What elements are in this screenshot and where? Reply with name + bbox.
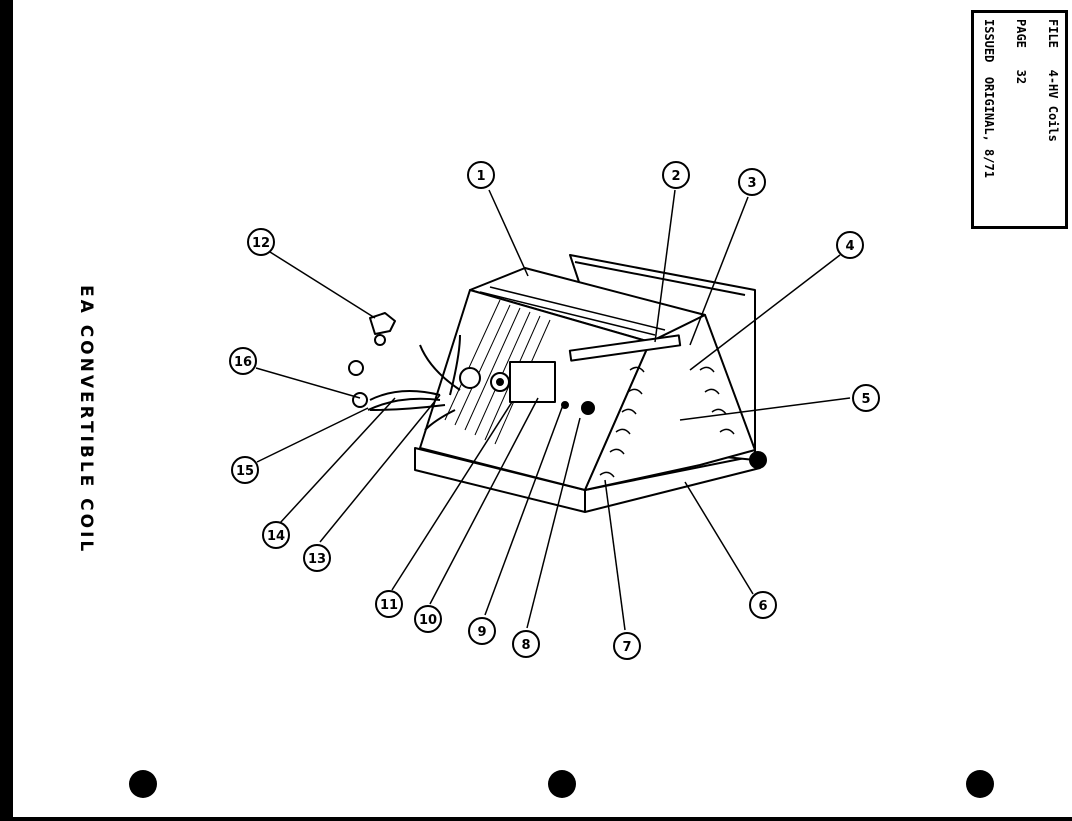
bottom-scan-edge bbox=[0, 817, 1072, 821]
callout-balloons: 1 2 3 4 5 6 7 8 9 10 11 12 13 14 15 16 bbox=[229, 161, 880, 660]
issued-value: ORIGINAL, 8/71 bbox=[982, 76, 996, 178]
callout-16: 16 bbox=[229, 347, 257, 375]
page-label: PAGE bbox=[1014, 19, 1028, 48]
file-label: FILE bbox=[1046, 19, 1060, 48]
callout-5: 5 bbox=[852, 384, 880, 412]
callout-4: 4 bbox=[836, 231, 864, 259]
callout-12-label: 12 bbox=[252, 236, 270, 251]
callout-14-label: 14 bbox=[267, 529, 285, 544]
callout-12: 12 bbox=[247, 228, 275, 256]
issued-line: ISSUED ORIGINAL, 8/71 bbox=[982, 19, 996, 178]
callout-8: 8 bbox=[512, 630, 540, 658]
callout-15-label: 15 bbox=[236, 464, 254, 479]
callout-3-label: 3 bbox=[747, 176, 756, 191]
callout-6: 6 bbox=[749, 591, 777, 619]
loose-fittings bbox=[348, 312, 396, 408]
callout-10: 10 bbox=[414, 605, 442, 633]
file-value: 4-HV Coils bbox=[1046, 69, 1060, 142]
valve-body bbox=[459, 367, 481, 389]
callout-16-label: 16 bbox=[234, 355, 252, 370]
callout-13: 13 bbox=[303, 544, 331, 572]
coil-assembly-drawing bbox=[348, 254, 767, 513]
callout-8-label: 8 bbox=[521, 638, 530, 653]
issued-label: ISSUED bbox=[982, 19, 996, 63]
binder-hole-center bbox=[548, 770, 576, 798]
callout-4-label: 4 bbox=[845, 239, 854, 254]
callout-13-label: 13 bbox=[308, 552, 326, 567]
callout-1-label: 1 bbox=[476, 169, 485, 184]
callout-11-label: 11 bbox=[380, 598, 398, 613]
header-tube bbox=[568, 334, 682, 362]
page-title: EA CONVERTIBLE COIL bbox=[76, 285, 96, 555]
callout-2: 2 bbox=[662, 161, 690, 189]
leader-lines bbox=[255, 189, 851, 631]
callout-6-label: 6 bbox=[758, 599, 767, 614]
callout-5-label: 5 bbox=[861, 392, 870, 407]
callout-11: 11 bbox=[375, 590, 403, 618]
callout-3: 3 bbox=[738, 168, 766, 196]
return-bends bbox=[599, 366, 735, 478]
callout-14: 14 bbox=[262, 521, 290, 549]
callout-7-label: 7 bbox=[622, 640, 631, 655]
page-value: 32 bbox=[1014, 69, 1028, 85]
binder-hole-right bbox=[966, 770, 994, 798]
drain-fitting bbox=[749, 451, 767, 469]
callout-10-label: 10 bbox=[419, 613, 437, 628]
file-info-box: FILE 4-HV Coils PAGE 32 ISSUED ORIGINAL,… bbox=[971, 10, 1068, 229]
binder-hole-left bbox=[129, 770, 157, 798]
left-scan-edge bbox=[0, 0, 13, 821]
file-line: FILE 4-HV Coils bbox=[1046, 19, 1060, 142]
callout-7: 7 bbox=[613, 632, 641, 660]
plug-fitting bbox=[581, 401, 595, 415]
callout-9: 9 bbox=[468, 617, 496, 645]
page-line: PAGE 32 bbox=[1014, 19, 1028, 84]
callout-9-label: 9 bbox=[477, 625, 486, 640]
callout-2-label: 2 bbox=[671, 169, 680, 184]
distributor-tubes bbox=[367, 334, 461, 431]
distributor-bracket bbox=[509, 361, 556, 403]
callout-15: 15 bbox=[231, 456, 259, 484]
callout-1: 1 bbox=[467, 161, 495, 189]
right-coil-slab bbox=[584, 314, 756, 491]
